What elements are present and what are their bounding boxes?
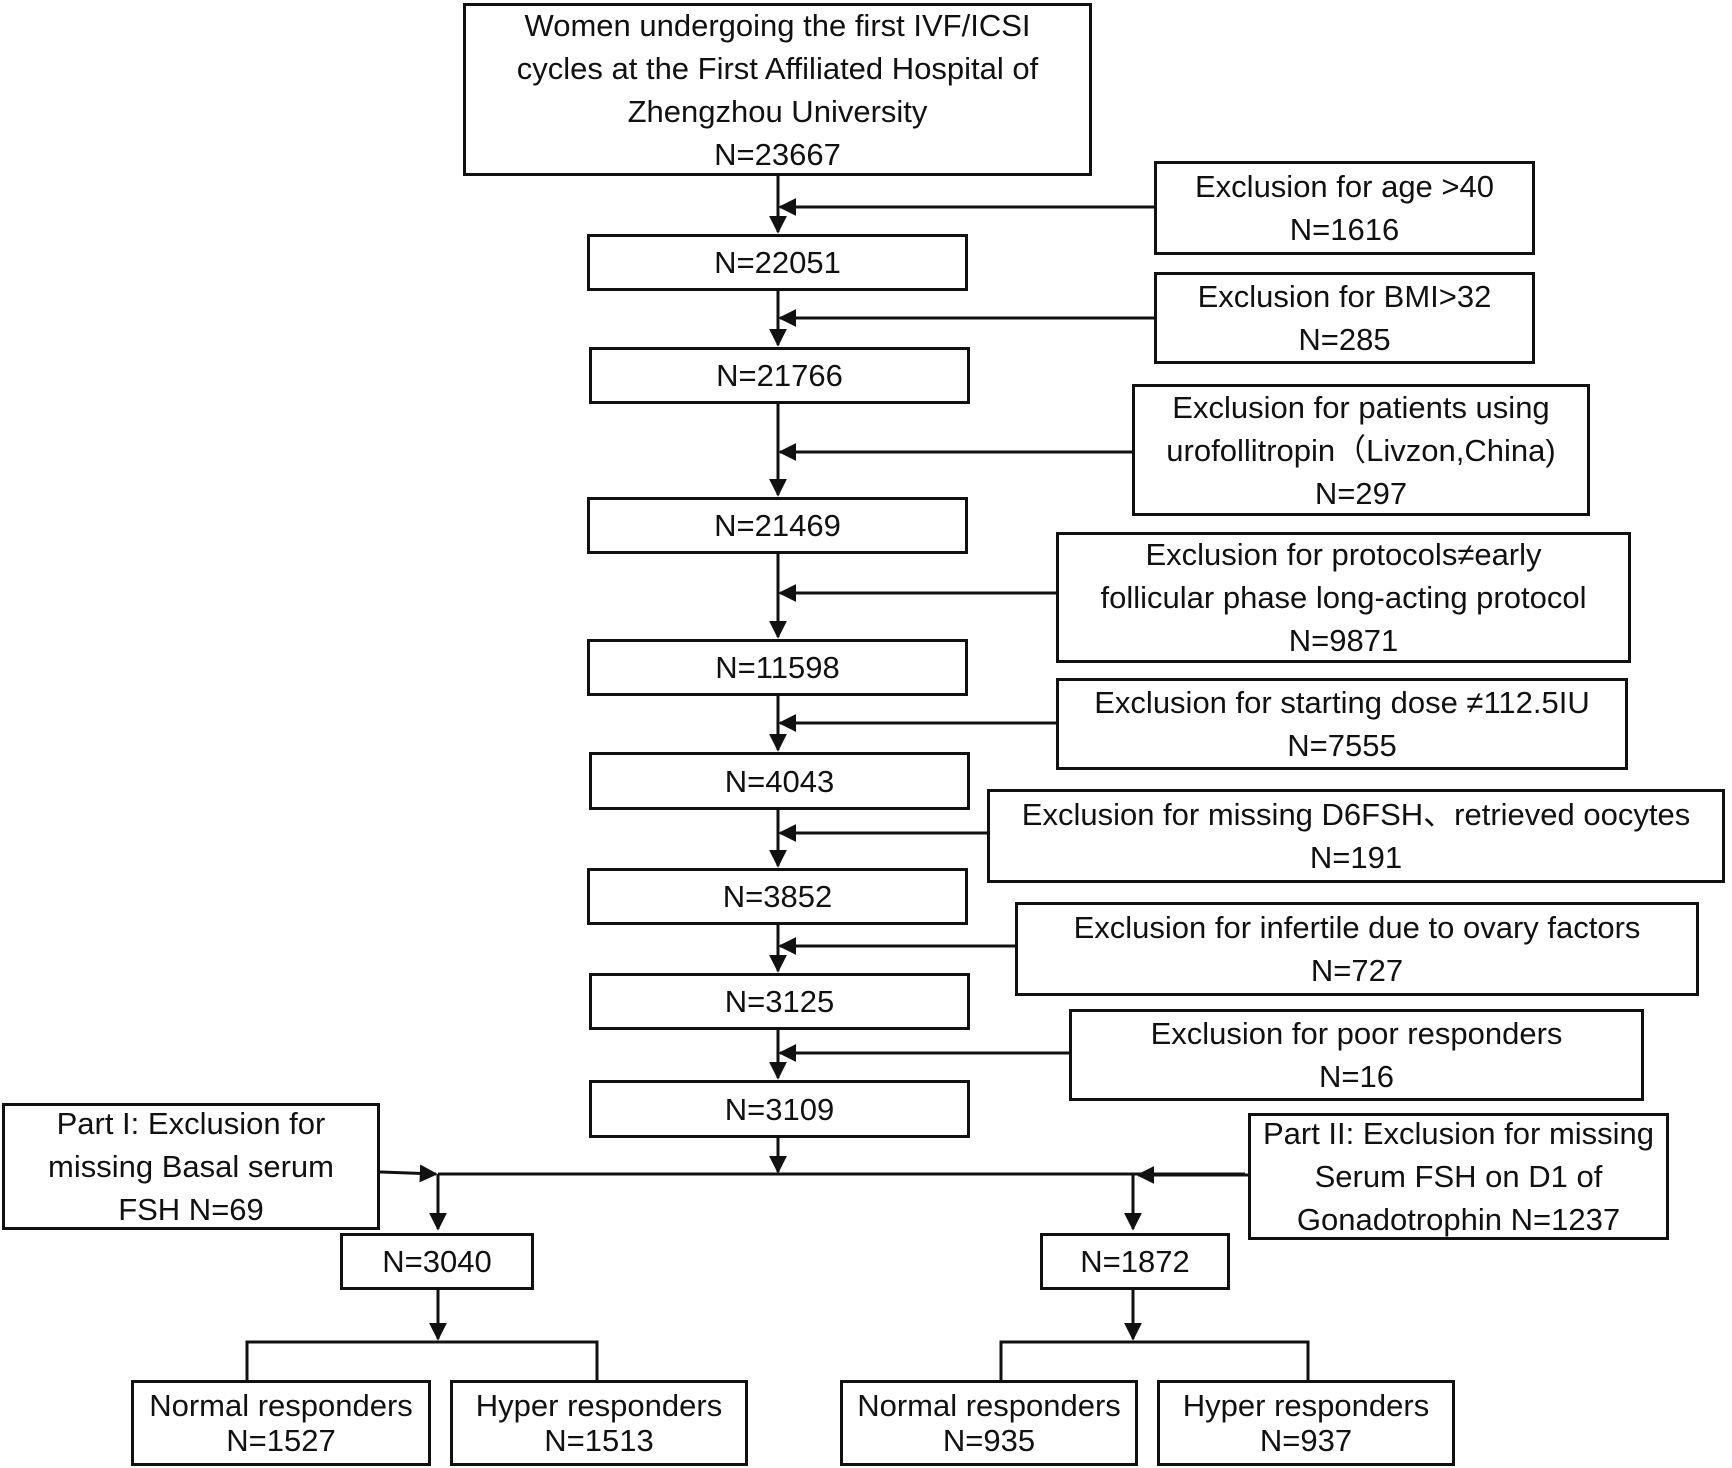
count-box: N=3852 xyxy=(587,868,968,925)
part2-count-box: N=1872 xyxy=(1040,1233,1230,1290)
count-label: N=11598 xyxy=(715,650,840,685)
count-box: N=3109 xyxy=(589,1080,970,1138)
count-label: N=4043 xyxy=(724,763,835,799)
group-label: Normal responders xyxy=(857,1388,1121,1423)
start-line: cycles at the First Affiliated Hospital … xyxy=(516,50,1039,86)
part1-count-box: N=3040 xyxy=(340,1233,534,1290)
exclusion-count: N=191 xyxy=(1309,840,1403,875)
exclusion-count: N=9871 xyxy=(1288,623,1399,658)
exclusion-box: Exclusion for patients using urofollitro… xyxy=(1132,384,1590,516)
exclusion-label: Exclusion for protocols≠early xyxy=(1145,537,1542,572)
exclusion-box: Exclusion for BMI>32 N=285 xyxy=(1154,272,1535,364)
exclusion-label: Exclusion for patients using xyxy=(1172,389,1550,425)
exclusion-label: follicular phase long-acting protocol xyxy=(1100,580,1587,615)
part1-normal-responders-box: Normal responders N=1527 xyxy=(131,1380,431,1466)
count-box: N=22051 xyxy=(587,234,968,291)
part1-exclusion-label: missing Basal serum xyxy=(48,1149,334,1184)
part1-hyper-responders-box: Hyper responders N=1513 xyxy=(450,1380,748,1466)
count-label: N=21469 xyxy=(714,508,841,543)
part2-exclusion-box: Part II: Exclusion for missing Serum FSH… xyxy=(1248,1113,1669,1240)
exclusion-count: N=7555 xyxy=(1287,728,1397,763)
part1-exclusion-label: FSH N=69 xyxy=(118,1192,264,1227)
part2-exclusion-label: Gonadotrophin N=1237 xyxy=(1296,1202,1621,1237)
exclusion-count: N=16 xyxy=(1319,1059,1394,1094)
count-box: N=21766 xyxy=(589,347,970,404)
group-label: Hyper responders xyxy=(475,1388,723,1423)
count-box: N=21469 xyxy=(587,497,968,554)
exclusion-label: urofollitropin（Livzon,China) xyxy=(1166,432,1556,468)
exclusion-count: N=1616 xyxy=(1289,212,1400,247)
exclusion-label: Exclusion for infertile due to ovary fac… xyxy=(1073,910,1641,945)
count-label: N=3109 xyxy=(724,1091,835,1127)
part1-exclusion-arrow xyxy=(379,1164,438,1183)
group-label: Normal responders xyxy=(149,1388,413,1423)
start-line: Zhengzhou University xyxy=(627,93,928,129)
exclusion-label: Exclusion for poor responders xyxy=(1150,1016,1563,1051)
exclusion-box: Exclusion for missing D6FSH、retrieved oo… xyxy=(987,789,1725,883)
exclusion-count: N=297 xyxy=(1314,475,1408,511)
group-count: N=1527 xyxy=(226,1423,336,1458)
part1-count: N=3040 xyxy=(382,1244,492,1279)
exclusion-label: Exclusion for BMI>32 xyxy=(1197,279,1492,314)
group-label: Hyper responders xyxy=(1182,1388,1430,1423)
part2-normal-responders-box: Normal responders N=935 xyxy=(840,1380,1138,1466)
exclusion-count: N=285 xyxy=(1298,322,1391,357)
count-label: N=3125 xyxy=(724,984,835,1019)
count-label: N=21766 xyxy=(716,358,843,393)
exclusion-box: Exclusion for infertile due to ovary fac… xyxy=(1015,902,1699,996)
part1-group-bracket xyxy=(245,1340,599,1380)
count-box: N=4043 xyxy=(589,752,970,810)
exclusion-label: Exclusion for missing D6FSH、retrieved oo… xyxy=(1021,797,1691,832)
group-count: N=937 xyxy=(1259,1423,1353,1458)
part2-exclusion-label: Part II: Exclusion for missing xyxy=(1262,1116,1655,1151)
exclusion-box: Exclusion for protocols≠early follicular… xyxy=(1056,532,1631,663)
exclusion-box: Exclusion for poor responders N=16 xyxy=(1069,1009,1644,1101)
exclusion-box: Exclusion for age >40 N=1616 xyxy=(1154,161,1535,255)
part2-hyper-responders-box: Hyper responders N=937 xyxy=(1157,1380,1455,1466)
part2-group-bracket xyxy=(999,1340,1310,1380)
exclusion-label: Exclusion for age >40 xyxy=(1195,169,1494,204)
group-count: N=935 xyxy=(942,1423,1036,1458)
exclusion-label: Exclusion for starting dose ≠112.5IU xyxy=(1094,685,1590,720)
exclusion-count: N=727 xyxy=(1310,953,1404,988)
count-label: N=3852 xyxy=(722,879,833,914)
count-box: N=11598 xyxy=(587,639,968,696)
group-count: N=1513 xyxy=(544,1423,654,1458)
exclusion-box: Exclusion for starting dose ≠112.5IU N=7… xyxy=(1056,678,1628,770)
start-count: N=23667 xyxy=(714,136,841,172)
part1-exclusion-box: Part I: Exclusion for missing Basal seru… xyxy=(2,1103,380,1230)
count-label: N=22051 xyxy=(714,245,841,280)
part1-exclusion-label: Part I: Exclusion for xyxy=(56,1106,326,1141)
part2-exclusion-label: Serum FSH on D1 of xyxy=(1314,1159,1603,1194)
start-box: Women undergoing the first IVF/ICSI cycl… xyxy=(463,3,1092,176)
count-box: N=3125 xyxy=(589,973,970,1030)
start-line: Women undergoing the first IVF/ICSI xyxy=(524,7,1031,43)
part2-count: N=1872 xyxy=(1080,1244,1190,1279)
